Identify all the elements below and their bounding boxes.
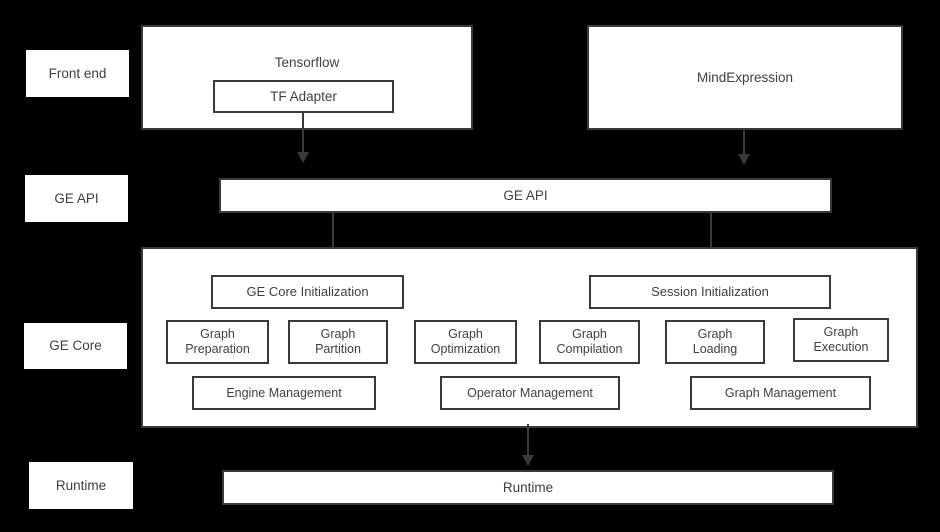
graph-partition-box: Graph Partition [288, 320, 388, 364]
layer-label-front-end-text: Front end [48, 65, 107, 81]
graph-preparation-label-line1: Graph [200, 327, 235, 342]
connector-mindexpression-to-ge-api-arrowhead [738, 154, 750, 165]
graph-preparation-label: Graph Preparation [185, 327, 250, 357]
connector-ge-api-to-session-init-line [710, 213, 712, 262]
graph-execution-label-line2: Execution [813, 340, 869, 354]
graph-loading-box: Graph Loading [665, 320, 765, 364]
graph-execution-label: Graph Execution [814, 325, 869, 355]
framework-tensorflow: Tensorflow [141, 25, 473, 130]
session-initialization-box: Session Initialization [589, 275, 831, 309]
graph-management-box: Graph Management [690, 376, 871, 410]
connector-ge-core-to-runtime-line [527, 424, 529, 457]
graph-execution-label-line1: Graph [823, 325, 859, 340]
engine-management-label: Engine Management [226, 385, 342, 400]
graph-preparation-box: Graph Preparation [166, 320, 269, 364]
runtime-bar-label: Runtime [502, 479, 554, 495]
framework-mindexpression: MindExpression [587, 25, 903, 130]
layer-label-front-end: Front end [26, 50, 129, 97]
connector-ge-core-to-runtime-arrowhead [522, 455, 534, 466]
graph-loading-label-line1: Graph [697, 327, 733, 342]
graph-optimization-label-line1: Graph [448, 327, 483, 342]
graph-compilation-box: Graph Compilation [539, 320, 640, 364]
connector-tf-adapter-to-ge-api-arrowhead [297, 152, 309, 163]
ge-api-bar-label: GE API [503, 187, 548, 203]
graph-optimization-label-line2: Optimization [430, 342, 501, 356]
framework-tensorflow-title: Tensorflow [274, 55, 340, 70]
graph-preparation-label-line2: Preparation [185, 342, 250, 356]
graph-optimization-box: Graph Optimization [414, 320, 517, 364]
connector-mindexpression-to-ge-api-line [743, 130, 745, 156]
graph-partition-label-line2: Partition [315, 342, 361, 356]
operator-management-label: Operator Management [467, 385, 593, 400]
ge-core-initialization-label: GE Core Initialization [246, 284, 369, 300]
layer-label-runtime-text: Runtime [55, 477, 107, 493]
graph-loading-label-line2: Loading [692, 342, 738, 356]
graph-optimization-label: Graph Optimization [431, 327, 500, 357]
connector-tf-adapter-to-ge-api-line [302, 113, 304, 154]
tf-adapter-box: TF Adapter [213, 80, 394, 113]
layer-label-ge-core: GE Core [24, 323, 127, 369]
layer-label-runtime: Runtime [29, 462, 133, 509]
layer-label-ge-core-text: GE Core [49, 338, 102, 354]
session-initialization-label: Session Initialization [651, 284, 769, 300]
graph-compilation-label-line2: Compilation [556, 342, 623, 356]
graph-compilation-label: Graph Compilation [556, 327, 622, 357]
operator-management-box: Operator Management [440, 376, 620, 410]
graph-management-label: Graph Management [724, 385, 837, 400]
runtime-bar: Runtime [222, 470, 834, 505]
graph-loading-label: Graph Loading [693, 327, 738, 357]
ge-core-initialization-box: GE Core Initialization [211, 275, 404, 309]
layer-label-ge-api-text: GE API [54, 190, 99, 206]
connector-ge-api-to-ge-core-init-line [332, 213, 334, 262]
layer-label-ge-api: GE API [25, 175, 128, 222]
framework-mindexpression-title: MindExpression [696, 69, 794, 85]
engine-management-box: Engine Management [192, 376, 376, 410]
graph-execution-box: Graph Execution [793, 318, 889, 362]
graph-partition-label-line1: Graph [320, 327, 356, 342]
tf-adapter-label: TF Adapter [270, 88, 337, 104]
graph-compilation-label-line1: Graph [572, 327, 607, 342]
graph-partition-label: Graph Partition [315, 327, 361, 357]
ge-api-bar: GE API [219, 178, 832, 213]
